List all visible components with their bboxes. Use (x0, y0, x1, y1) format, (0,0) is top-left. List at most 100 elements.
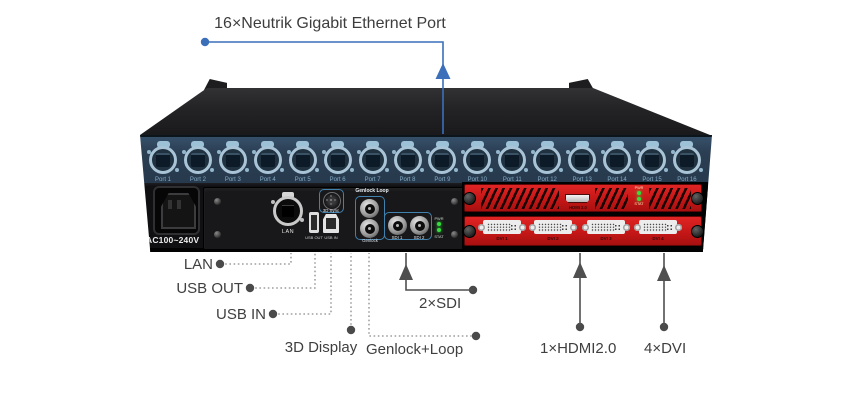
port-latch-tab (226, 141, 240, 148)
sdi-callout-dot (468, 285, 478, 295)
sdi2-label: SDI 2 (413, 235, 425, 240)
port-latch-tab (645, 141, 659, 148)
dvi-port-label: DVI 1 (496, 236, 508, 241)
port-ring (603, 146, 632, 174)
ethernet-port: Port 16 (669, 141, 705, 185)
port-screw (454, 168, 459, 172)
port-screw (496, 150, 501, 154)
hdmi-callout-label: 1×HDMI2.0 (540, 340, 617, 357)
port-label: Port 10 (467, 177, 488, 183)
ethernet-port: Port 4 (250, 141, 286, 185)
card-stat-led (637, 197, 641, 201)
rj45-jack (679, 153, 694, 167)
port-ring (218, 146, 247, 174)
thumbscrew (463, 225, 476, 238)
port-ring (498, 146, 527, 174)
ethernet-port: Port 14 (599, 141, 635, 185)
dvi-port: DVI 4 (634, 220, 682, 246)
port-latch-tab (575, 141, 589, 148)
port-screw (489, 168, 494, 172)
vent-slots (481, 188, 559, 209)
rack-ear-right (569, 79, 594, 90)
genlock-loop-callout-label: Genlock+Loop (366, 341, 464, 358)
port-ring (463, 146, 492, 174)
dvi-port-label: DVI 4 (652, 236, 664, 241)
port-ring (533, 146, 562, 174)
dvi-port: DVI 3 (582, 220, 630, 246)
port-screw (279, 168, 284, 172)
port-screw (181, 150, 186, 154)
port-screw (566, 150, 571, 154)
sdi1-label: SDI 1 (391, 235, 403, 240)
port-label: Port 4 (259, 177, 276, 183)
port-screw (524, 168, 529, 172)
port-screw (670, 150, 675, 154)
hdmi-port-label: HDMI 2.0 (569, 204, 587, 210)
sdi-port-box (384, 212, 432, 240)
vent-slots (649, 188, 691, 209)
ethernet-port: Port 7 (355, 141, 391, 185)
vent-slots (595, 188, 628, 209)
dvi-callout-arrow (657, 265, 671, 281)
rj45-jack (505, 153, 520, 167)
port-screw (321, 150, 326, 154)
port-label: Port 2 (189, 177, 206, 183)
ethernet-port: Port 12 (529, 141, 565, 185)
port-label: Port 9 (434, 177, 451, 183)
port-screw (419, 168, 424, 172)
dvi-connector (634, 220, 682, 234)
port-screw (601, 150, 606, 154)
port-label: Port 3 (224, 177, 241, 183)
usb-out-port (309, 212, 319, 233)
usb-in-callout-dot (268, 309, 278, 319)
hdmi-card: HDMI 2.0 PWR STAT (463, 184, 704, 212)
power-pin (177, 200, 181, 209)
power-pin (168, 200, 172, 209)
usb-out-port-label: USB OUT (305, 234, 323, 240)
port-ring (149, 146, 177, 174)
port-label: Port 13 (572, 177, 592, 183)
plate-screw (451, 198, 458, 205)
sync-3d-din-connector (323, 192, 341, 210)
dvi-analog-pins (510, 223, 517, 231)
ethernet-port: Port 15 (634, 141, 670, 185)
port-ring (358, 146, 387, 174)
port-label: Port 8 (399, 177, 416, 183)
lan-callout-dot (215, 259, 225, 269)
ethernet-port: Port 2 (180, 141, 216, 185)
dvi-port-label: DVI 3 (600, 236, 612, 241)
hdmi-port (565, 194, 590, 203)
rj45-jack (610, 153, 625, 167)
dvi-connector (582, 220, 630, 234)
dvi-connector (478, 220, 526, 234)
port-label: Port 7 (364, 177, 381, 183)
dvi-pin-grid (538, 223, 562, 232)
port-latch-tab (156, 141, 170, 148)
usb-out-callout-dot (245, 283, 255, 293)
port-latch-tab (191, 141, 205, 148)
usb-in-callout-line (274, 253, 332, 315)
port-ring (253, 146, 282, 174)
usb-out-callout-line (251, 253, 316, 289)
lan-latch-tab (282, 192, 294, 198)
dvi-callout-dot (659, 322, 669, 332)
ethernet-callout-label: 16×Neutrik Gigabit Ethernet Port (214, 15, 446, 32)
port-label: Port 16 (677, 177, 697, 183)
hdmi-callout-dot (575, 322, 585, 332)
card-pwr-label: PWR (634, 185, 644, 190)
rj45-jack (435, 153, 450, 167)
display-3d-callout-dot (346, 325, 356, 335)
port-label: Port 12 (537, 177, 557, 183)
port-latch-tab (505, 141, 519, 148)
plate-screw (214, 231, 221, 238)
port-screw (251, 150, 256, 154)
port-label: Port 6 (329, 177, 346, 183)
port-screw (461, 150, 466, 154)
sdi-callout-arrow (399, 264, 413, 280)
port-latch-tab (610, 141, 624, 148)
port-screw (356, 150, 361, 154)
port-screw (147, 150, 151, 154)
